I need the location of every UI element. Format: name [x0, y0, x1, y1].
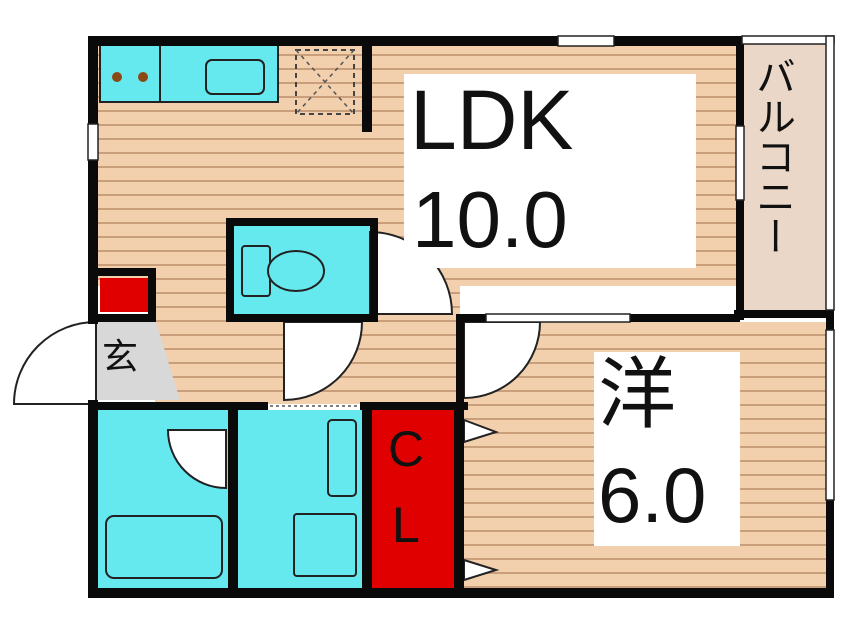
windows	[87, 35, 835, 501]
closet-label-c: C	[388, 421, 425, 477]
western-room-name: 洋	[598, 350, 677, 440]
toilet-bowl	[267, 250, 325, 292]
door-swings	[12, 230, 542, 490]
fridge-space	[295, 49, 355, 115]
entrance-floor	[96, 322, 180, 400]
washing-machine-space	[293, 513, 357, 577]
washbasin	[327, 419, 357, 497]
ldk-label-box	[404, 74, 696, 268]
entrance-label: 玄	[102, 337, 139, 378]
closet	[370, 410, 456, 592]
stove-burner-right	[138, 72, 148, 82]
balcony-floor	[742, 44, 826, 310]
kitchen-sink	[205, 59, 265, 95]
western-room-size: 6.0	[598, 451, 707, 539]
bathtub	[105, 515, 223, 579]
balcony-label: バルコニー	[749, 56, 795, 256]
ldk-name: LDK	[410, 73, 574, 167]
stove-burner-left	[112, 72, 122, 82]
closet-label-l: L	[392, 497, 420, 553]
western-label-box	[594, 352, 740, 546]
shoe-cabinet	[100, 278, 148, 312]
toilet-tank	[241, 245, 271, 297]
ldk-size: 10.0	[412, 175, 568, 264]
